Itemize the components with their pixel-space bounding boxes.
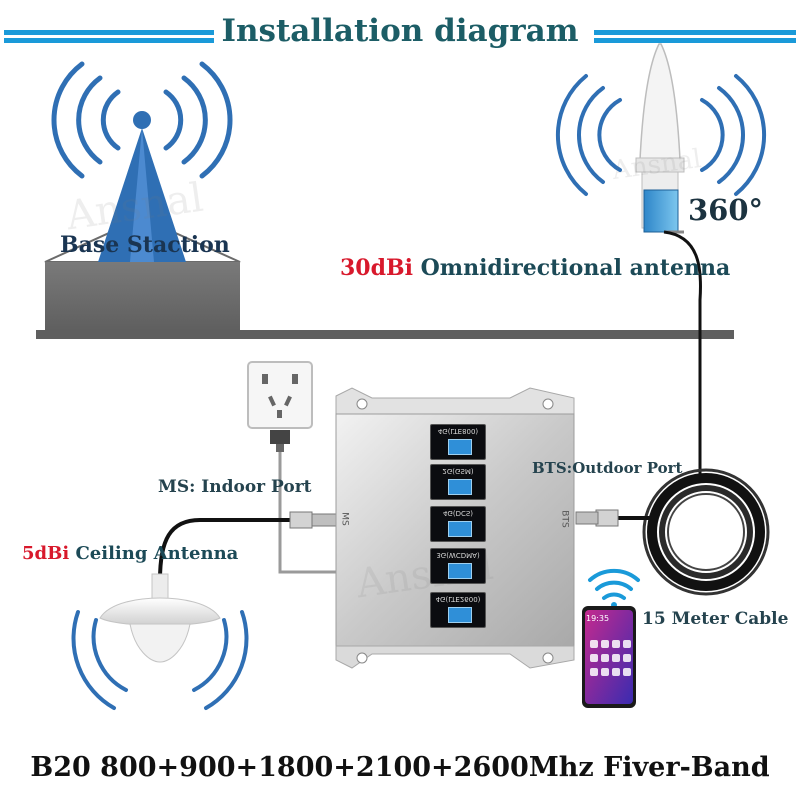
ceiling-antenna-name: Ceiling Antenna	[75, 543, 239, 564]
outdoor-antenna-signal-waves-icon	[555, 74, 767, 196]
omni-antenna-label: 30dBi Omnidirectional antenna	[340, 255, 730, 281]
antenna-angle-label: 360°	[688, 193, 764, 227]
omni-antenna-gain: 30dBi	[340, 255, 413, 281]
ms-connector-icon	[289, 511, 339, 529]
bts-connector-icon	[575, 509, 619, 527]
band-module-label: 2G(GSM)	[442, 467, 474, 475]
antenna-cable	[663, 230, 703, 480]
band-screen-icon	[448, 607, 472, 623]
indoor-cable	[158, 518, 292, 581]
band-screen-icon	[448, 479, 472, 495]
band-module-label: 4G(DCS)	[442, 509, 474, 517]
outdoor-port-label: BTS:Outdoor Port	[532, 459, 683, 477]
power-outlet-icon	[247, 361, 313, 452]
omni-antenna-name: Omnidirectional antenna	[420, 255, 731, 281]
page-title-text: Installation diagram	[215, 13, 585, 49]
band-screen-icon	[448, 439, 472, 455]
title-bar-right	[594, 30, 796, 43]
ceiling-antenna-gain: 5dBi	[22, 543, 70, 564]
band-module-2: 2G(GSM)	[430, 464, 486, 500]
band-screen-icon	[448, 563, 472, 579]
ground-line	[36, 330, 734, 339]
band-module-4: 3G(WCDMA)	[430, 548, 486, 584]
base-station-signal-waves-icon	[51, 61, 233, 179]
band-module-label: 4G(LTE2600)	[435, 595, 481, 603]
phone-clock: 19:35	[586, 614, 610, 623]
ceiling-antenna-signal-waves-icon	[71, 610, 249, 710]
band-module-1: 4G(LTE800)	[430, 424, 486, 460]
indoor-port-label: MS: Indoor Port	[158, 477, 312, 497]
page-title: Installation diagram	[0, 13, 800, 49]
band-module-3: 4G(DCS)	[430, 506, 486, 542]
band-screen-icon	[448, 521, 472, 537]
smartphone-icon	[582, 606, 636, 708]
cable-coil-icon	[642, 468, 770, 596]
power-cord	[278, 452, 340, 574]
band-module-label: 3G(WCDMA)	[436, 551, 480, 559]
cable-length-label: 15 Meter Cable	[642, 609, 789, 629]
repeater-side-label-bts: BTS	[559, 510, 570, 528]
base-station-tower-icon	[98, 111, 186, 262]
frequency-band-caption: B20 800+900+1800+2100+2600Mhz Fiver-Band	[30, 752, 770, 783]
wifi-icon	[588, 568, 640, 608]
ceiling-antenna-icon	[99, 573, 221, 663]
base-station-label: Base Staction	[60, 232, 230, 258]
band-module-label: 4G(LTE800)	[437, 427, 479, 435]
band-module-5: 4G(LTE2600)	[430, 592, 486, 628]
omnidirectional-antenna-icon	[635, 43, 685, 234]
repeater-side-label-ms: MS	[339, 512, 350, 526]
ceiling-antenna-label: 5dBi Ceiling Antenna	[22, 543, 238, 564]
title-bar-left	[4, 30, 214, 43]
